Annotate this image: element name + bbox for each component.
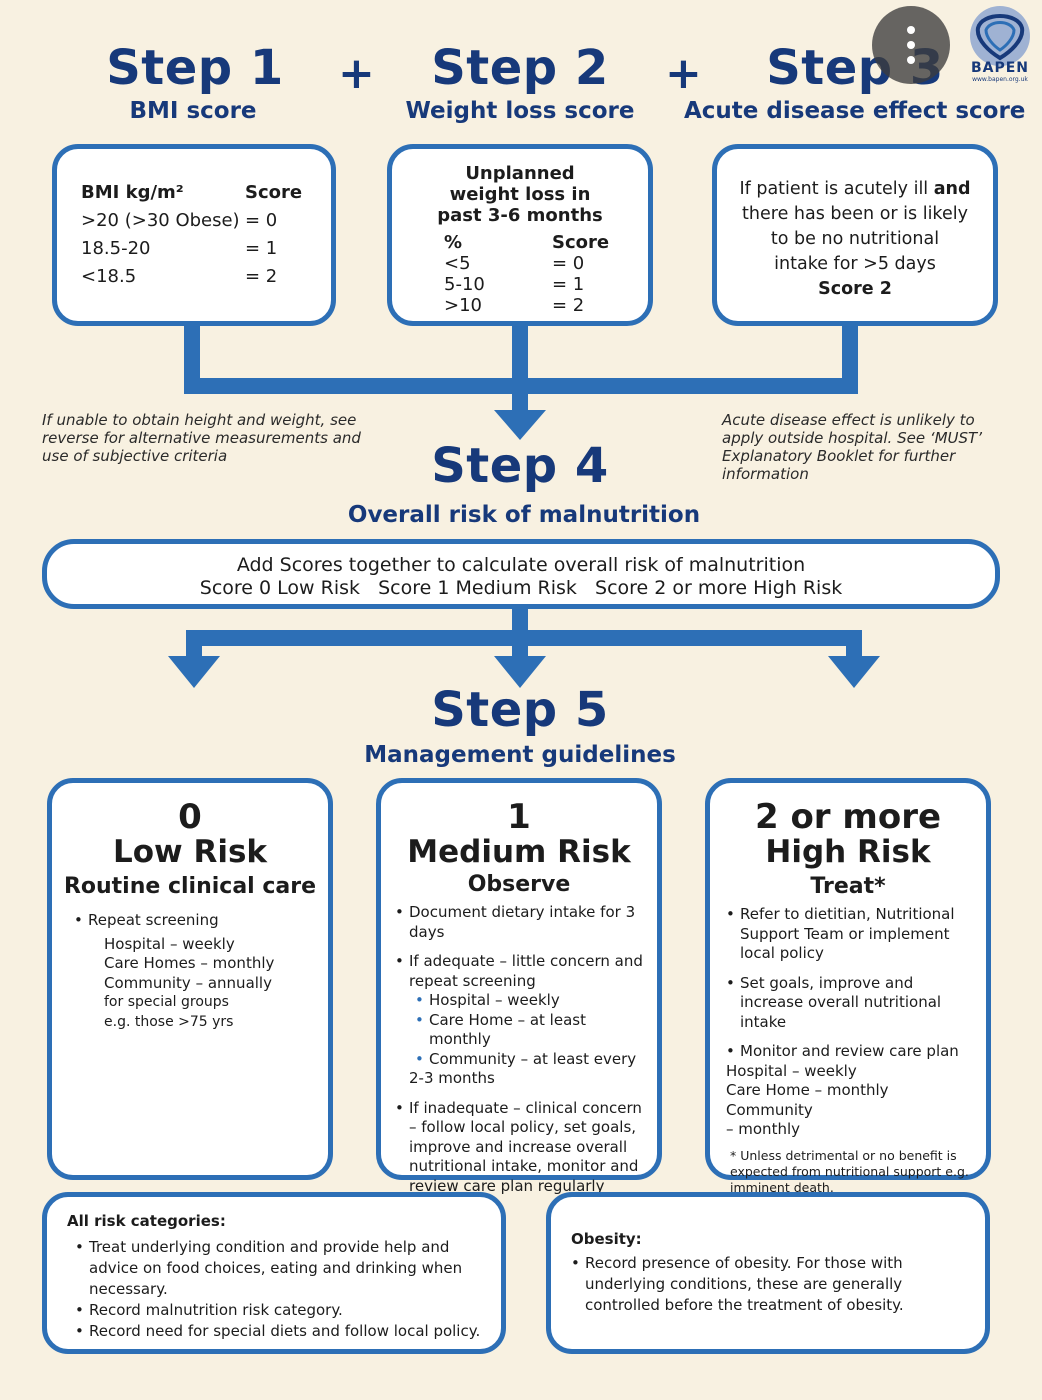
step2-subtitle: Weight loss score bbox=[405, 98, 635, 124]
bmi-score-header: Score bbox=[245, 182, 303, 203]
step4-title: Step 4 bbox=[431, 438, 609, 494]
more-vertical-icon[interactable] bbox=[872, 6, 950, 84]
percent-header: % bbox=[444, 232, 463, 253]
medium-risk-action: Observe bbox=[467, 872, 571, 897]
low-risk-bullet: Repeat screening bbox=[74, 911, 318, 931]
weight-row: <5 = 0 bbox=[444, 253, 585, 274]
note-right: Acute disease effect is unlikely to appl… bbox=[722, 411, 982, 483]
plus-sign-2: + bbox=[665, 48, 702, 99]
overall-risk-box: Add Scores together to calculate overall… bbox=[42, 539, 1000, 609]
high-bullet: Set goals, improve and increase overall … bbox=[726, 974, 972, 1033]
all-risk-item: Record malnutrition risk category. bbox=[75, 1300, 487, 1321]
obesity-title: Obesity: bbox=[571, 1230, 642, 1248]
overall-line1: Add Scores together to calculate overall… bbox=[236, 554, 806, 576]
bapen-logo-icon: BAPEN www.bapen.org.uk bbox=[962, 6, 1038, 86]
medium-bullet: If inadequate – clinical concern – follo… bbox=[395, 1099, 645, 1197]
weight-row: 5-10 = 1 bbox=[444, 274, 585, 295]
bapen-logo-url: www.bapen.org.uk bbox=[972, 76, 1028, 83]
bapen-logo-text: BAPEN bbox=[970, 60, 1030, 76]
step2-title: Step 2 bbox=[431, 40, 609, 96]
medium-risk-box: 1 Medium Risk Observe Document dietary i… bbox=[376, 778, 662, 1195]
note-left: If unable to obtain height and weight, s… bbox=[42, 411, 361, 465]
high-bullet: Refer to dietitian, Nutritional Support … bbox=[726, 905, 972, 964]
step4-subtitle: Overall risk of malnutrition bbox=[347, 502, 701, 528]
weight-row: >10 = 2 bbox=[444, 295, 585, 316]
low-risk-label: Low Risk bbox=[112, 834, 268, 870]
overall-line2: Score 0 Low Risk Score 1 Medium Risk Sco… bbox=[199, 577, 843, 599]
high-risk-score: 2 or more bbox=[754, 797, 942, 837]
medium-bullet: Document dietary intake for 3 days bbox=[395, 903, 645, 942]
bmi-score-box: BMI kg/m² Score >20 (>30 Obese) = 0 18.5… bbox=[52, 144, 336, 326]
low-risk-box: 0 Low Risk Routine clinical care Repeat … bbox=[47, 778, 333, 1180]
medium-risk-score: 1 bbox=[507, 797, 531, 837]
low-risk-score: 0 bbox=[178, 797, 202, 837]
step5-subtitle: Management guidelines bbox=[364, 742, 676, 768]
bmi-row: <18.5 = 2 bbox=[81, 266, 278, 287]
step1-title: Step 1 bbox=[106, 40, 284, 96]
obesity-item: Record presence of obesity. For those wi… bbox=[571, 1253, 971, 1316]
medium-bullet: If adequate – little concern and repeat … bbox=[395, 952, 645, 991]
acute-score: Score 2 bbox=[818, 279, 892, 299]
weight-loss-title: Unplanned weight loss in past 3-6 months bbox=[437, 163, 603, 226]
plus-sign-1: + bbox=[338, 48, 375, 99]
weight-loss-box: Unplanned weight loss in past 3-6 months… bbox=[387, 144, 653, 326]
high-bullet: Monitor and review care plan bbox=[726, 1042, 972, 1062]
bmi-row: >20 (>30 Obese) = 0 bbox=[81, 210, 278, 231]
high-risk-box: 2 or more High Risk Treat* Refer to diet… bbox=[705, 778, 991, 1195]
high-risk-action: Treat* bbox=[810, 874, 886, 899]
obesity-box: Obesity: Record presence of obesity. For… bbox=[546, 1192, 990, 1354]
all-risk-item: Treat underlying condition and provide h… bbox=[75, 1237, 487, 1300]
high-risk-label: High Risk bbox=[765, 834, 931, 870]
step5-title: Step 5 bbox=[431, 682, 609, 738]
all-risk-box: All risk categories: Treat underlying co… bbox=[42, 1192, 506, 1354]
medium-risk-label: Medium Risk bbox=[407, 834, 631, 870]
step1-subtitle: BMI score bbox=[129, 98, 257, 124]
acute-disease-box: If patient is acutely ill and there has … bbox=[712, 144, 998, 326]
all-risk-title: All risk categories: bbox=[67, 1212, 226, 1230]
bmi-row: 18.5-20 = 1 bbox=[81, 238, 278, 259]
high-risk-footnote: * Unless detrimental or no benefit is ex… bbox=[730, 1147, 969, 1195]
weight-score-header: Score bbox=[552, 232, 610, 253]
step3-subtitle: Acute disease effect score bbox=[684, 98, 1026, 124]
all-risk-item: Record need for special diets and follow… bbox=[75, 1321, 487, 1342]
bmi-header: BMI kg/m² bbox=[81, 182, 184, 203]
low-risk-action: Routine clinical care bbox=[63, 874, 317, 899]
